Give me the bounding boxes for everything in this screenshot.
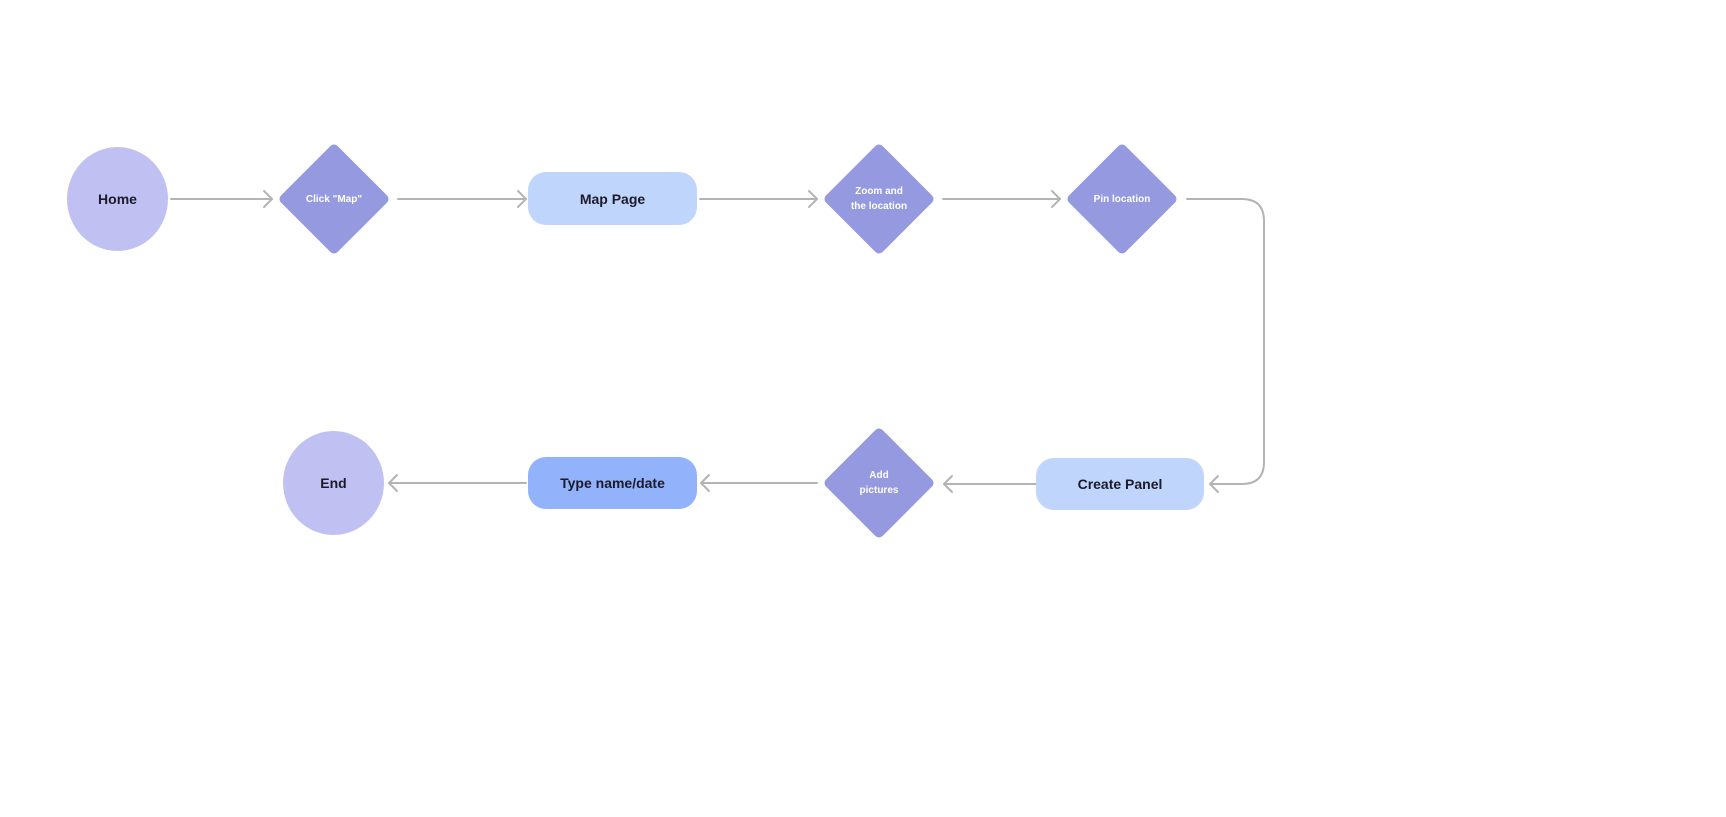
node-add-pictures-label: Add pictures	[859, 470, 899, 496]
node-end[interactable]: End	[283, 431, 384, 535]
node-home-label: Home	[98, 191, 137, 207]
node-zoom-label: Zoom and the location	[850, 186, 908, 212]
node-click-map[interactable]: Click "Map"	[273, 138, 395, 260]
node-home[interactable]: Home	[67, 147, 168, 251]
node-click-map-label: Click "Map"	[305, 193, 363, 205]
node-create-panel[interactable]: Create Panel	[1036, 458, 1204, 510]
node-type-name[interactable]: Type name/date	[528, 457, 697, 509]
edge-map-page-to-zoom	[699, 190, 818, 208]
node-map-page[interactable]: Map Page	[528, 172, 697, 225]
node-end-label: End	[320, 475, 347, 491]
edge-type-name-to-end	[388, 474, 527, 492]
edge-click-map-to-map-page	[397, 190, 527, 208]
edge-home-to-click-map	[170, 190, 273, 208]
edge-pin-to-create-panel	[1186, 198, 1265, 493]
edge-add-pictures-to-type-name	[700, 474, 818, 492]
edge-zoom-to-pin	[942, 190, 1061, 208]
node-add-pictures[interactable]: Add pictures	[818, 422, 940, 544]
node-pin-label: Pin location	[1093, 193, 1151, 205]
node-map-page-label: Map Page	[579, 190, 646, 207]
node-type-name-label: Type name/date	[560, 475, 665, 491]
node-pin[interactable]: Pin location	[1061, 138, 1183, 260]
edge-create-panel-to-add-pictures	[943, 475, 1037, 493]
node-create-panel-label: Create Panel	[1077, 476, 1163, 492]
node-zoom[interactable]: Zoom and the location	[818, 138, 940, 260]
